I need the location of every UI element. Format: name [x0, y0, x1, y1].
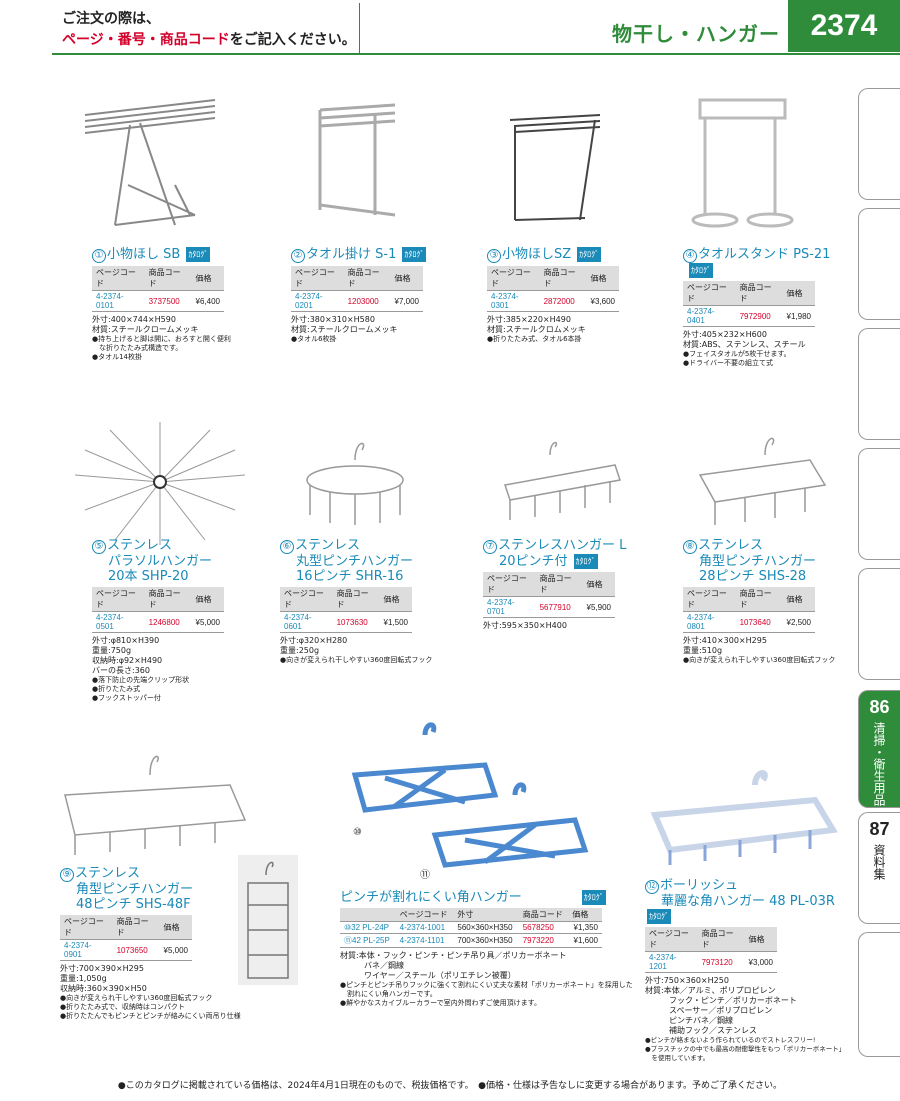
side-tab-blank-5[interactable] [858, 568, 900, 680]
product-image-2 [318, 103, 396, 217]
product-12-spec: 外寸:750×360×H250 材質:本体／アルミ、ポリプロピレン フック・ピン… [645, 976, 797, 1035]
product-6-spec: 外寸:φ320×H280 重量:250g [280, 636, 348, 655]
notice-line1: ご注文の際は、 [62, 11, 160, 27]
tab-86-number: 86 [869, 697, 890, 717]
product-image-12 [650, 770, 838, 865]
product-9-spec: 外寸:700×390×H295 重量:1,050g 収納時:360×390×H5… [60, 964, 147, 993]
product-5-spec: 外寸:φ810×H390 重量:750g 収納時:φ92×H490 バーの長さ:… [92, 636, 163, 675]
product-pl-title: ピンチが割れにくい角ハンガーｶﾀﾛｸﾞ [340, 890, 606, 905]
product-12-notes: ●ピンチが絡まないよう作られているのでストレスフリー! ●プラスチックの中でも最… [645, 1036, 846, 1062]
side-tab-blank-4[interactable] [858, 448, 900, 560]
product-4-notes: ●フェイスタオルが5枚干せます。 ●ドライバー不要の組立て式 [683, 350, 791, 367]
side-tab-blank-3[interactable] [858, 328, 900, 440]
product-5-notes: ●落下防止の先端クリップ形状 ●折りたたみ式 ●フックストッパー付 [92, 676, 190, 702]
tab-86-label: 清掃・衛生用品 [872, 722, 886, 806]
product-2-spec: 外寸:380×310×H580 材質:スチールクロームメッキ [291, 315, 398, 334]
side-tab-blank-1[interactable] [858, 88, 900, 200]
header-rule [52, 53, 900, 55]
product-7-spec: 外寸:595×350×H400 [483, 621, 567, 630]
product-8-notes: ●向きが変えられ干しやすい360度回転式フック [683, 656, 836, 664]
product-1-spec: 外寸:400×744×H590 材質:スチールクロームメッキ [92, 315, 199, 334]
image-label-11: ⑪ [420, 869, 430, 881]
tab-87-number: 87 [869, 819, 890, 839]
product-9-notes: ●向きが変えられ干しやすい360度回転式フック ●折りたたみ式で、収納時はコンパ… [60, 994, 241, 1020]
product-image-3 [509, 114, 601, 221]
side-tab-87[interactable]: 87 資料集 [858, 812, 900, 924]
category-title: 物干し・ハンガー [612, 22, 780, 46]
product-3-spec: 外寸:385×220×H490 材質:スチールクロムメッキ [487, 315, 586, 334]
catalog-badge: ｶﾀﾛｸﾞ [186, 247, 211, 262]
tab-87-label: 資料集 [872, 844, 886, 880]
product-pl: ピンチが割れにくい角ハンガーｶﾀﾛｸﾞ ページコード外寸商品コード価格 ⑩32 … [340, 890, 633, 1008]
product-image-7 [504, 441, 621, 520]
product-3-notes: ●折りたたみ式、タオル6本掛 [487, 335, 582, 343]
product-image-1 [84, 99, 216, 226]
product-6-notes: ●向きが変えられ干しやすい360度回転式フック [280, 656, 433, 664]
product-image-5 [74, 422, 246, 545]
side-tab-blank-2[interactable] [858, 208, 900, 320]
side-tab-86[interactable]: 86 清掃・衛生用品 [858, 690, 900, 808]
side-tab-blank-6[interactable] [858, 932, 900, 1057]
product-4-spec: 外寸:405×232×H600 材質:ABS、ステンレス、スチール [683, 330, 806, 349]
product-image-6 [306, 442, 404, 525]
image-label-10: ⑩ [353, 827, 362, 838]
product-image-8 [698, 437, 827, 525]
notice-emphasis: ページ・番号・商品コード [62, 32, 230, 48]
product-image-9-folded [238, 855, 298, 985]
footer-note: ●このカタログに掲載されている価格は、2024年4月1日現在のもので、税抜価格で… [117, 1081, 783, 1091]
product-pl-notes: ●ピンチとピンチ吊りフックに強くて割れにくい丈夫な素材「ポリカーボネート」を採用… [340, 981, 633, 1007]
product-image-4 [691, 98, 794, 228]
order-notice: ご注文の際は、 ページ・番号・商品コードをご記入ください。 [52, 3, 360, 55]
page-number: 2374 [788, 0, 900, 52]
product-image-10-11: ⑩ ⑪ [351, 722, 589, 881]
product-1-notes: ●持ち上げると脚は開に、おろすと開く便利 な折りたたみ式構造です。 ●タオル14… [92, 335, 231, 361]
notice-rest: をご記入ください。 [229, 32, 356, 48]
product-8-spec: 外寸:410×300×H295 重量:510g [683, 636, 767, 655]
product-image-9 [64, 755, 247, 855]
product-2-notes: ●タオル6枚掛 [291, 335, 337, 343]
product-pl-spec: 材質:本体・フック・ピンチ・ピンチ吊り具／ポリカーボネート バネ／鋼線 ワイヤー… [340, 951, 567, 980]
